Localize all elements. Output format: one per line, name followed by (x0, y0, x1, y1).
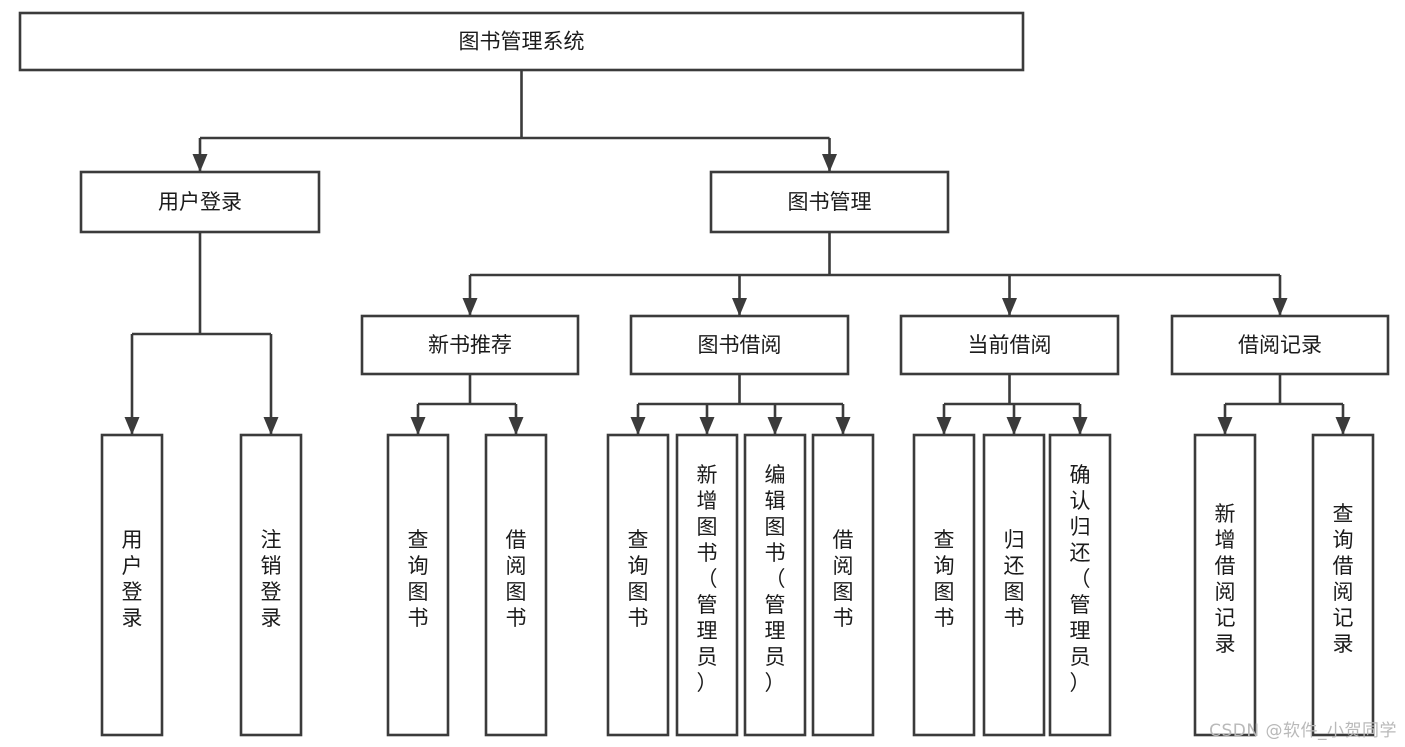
node-leaf-leaf-user-login-rect (100, 433, 164, 737)
arrow-head-icon (1335, 417, 1351, 435)
node-l2-current-borrow-label: 当前借阅 (968, 333, 1052, 357)
node-leaf-leaf-query-book-cur[interactable]: 查询图书 (912, 433, 976, 737)
node-leaf-leaf-user-logout-label: 注销登录 (261, 528, 282, 630)
node-leaf-leaf-user-logout-rect (239, 433, 303, 737)
node-leaf-leaf-borrow-book-rec-label: 借阅图书 (506, 528, 527, 630)
node-leaf-leaf-add-book[interactable]: 新增图书（管理员） (675, 433, 739, 737)
arrow-head-icon (732, 298, 747, 316)
node-leaf-leaf-user-login-label: 用户登录 (122, 528, 143, 630)
node-l2-current-borrow-rect (899, 314, 1120, 376)
node-leaf-leaf-query-book-cur-rect (912, 433, 976, 737)
node-leaf-leaf-query-book-cur-label: 查询图书 (934, 528, 955, 630)
node-leaf-leaf-add-record-rect (1193, 433, 1257, 737)
node-l2-book-borrow[interactable]: 图书借阅 (629, 314, 850, 376)
node-l1-user-login[interactable]: 用户登录 (79, 170, 321, 234)
arrow-head-icon (124, 417, 140, 435)
node-l1-user-login-rect (79, 170, 321, 234)
node-boxes-layer: 图书管理系统用户登录图书管理新书推荐图书借阅当前借阅借阅记录用户登录注销登录查询… (18, 11, 1390, 737)
node-leaf-leaf-add-record-label: 新增借阅记录 (1215, 502, 1236, 656)
node-leaf-leaf-borrow-book-label: 借阅图书 (833, 528, 854, 630)
node-leaf-leaf-confirm-return-rect (1048, 433, 1112, 737)
node-leaf-leaf-query-book-borrow[interactable]: 查询图书 (606, 433, 670, 737)
arrow-head-icon (1072, 417, 1088, 435)
node-leaf-leaf-return-book-label: 归还图书 (1004, 528, 1025, 630)
node-leaf-leaf-borrow-book-rect (811, 433, 875, 737)
node-l1-book-manage[interactable]: 图书管理 (709, 170, 950, 234)
arrow-head-icon (630, 417, 646, 435)
arrow-head-icon (462, 298, 478, 316)
arrow-head-icon (699, 417, 715, 435)
arrow-head-icon (1002, 298, 1017, 316)
arrow-head-icon (936, 417, 952, 435)
node-root-root-rect (18, 11, 1025, 72)
node-l2-book-borrow-label: 图书借阅 (698, 333, 782, 357)
node-leaf-leaf-edit-book[interactable]: 编辑图书（管理员） (743, 433, 807, 737)
arrow-head-icon (263, 417, 279, 435)
node-leaf-leaf-query-record-label: 查询借阅记录 (1333, 502, 1354, 656)
node-leaf-leaf-query-book-rec-label: 查询图书 (408, 528, 429, 630)
node-leaf-leaf-borrow-book-rec-rect (484, 433, 548, 737)
node-leaf-leaf-edit-book-label: 编辑图书（管理员） (765, 463, 786, 695)
node-root-root-label: 图书管理系统 (459, 30, 585, 54)
arrow-head-icon (835, 417, 851, 435)
node-l2-new-book-rec-rect (360, 314, 580, 376)
node-leaf-leaf-add-book-rect (675, 433, 739, 737)
node-l2-book-borrow-rect (629, 314, 850, 376)
node-leaf-leaf-add-record[interactable]: 新增借阅记录 (1193, 433, 1257, 737)
node-l2-borrow-record-label: 借阅记录 (1238, 333, 1322, 357)
arrow-head-icon (1272, 298, 1288, 316)
node-leaf-leaf-borrow-book[interactable]: 借阅图书 (811, 433, 875, 737)
node-leaf-leaf-user-logout[interactable]: 注销登录 (239, 433, 303, 737)
node-leaf-leaf-query-book-rec[interactable]: 查询图书 (386, 433, 450, 737)
arrow-head-icon (767, 417, 783, 435)
node-leaf-leaf-query-record[interactable]: 查询借阅记录 (1311, 433, 1375, 737)
watermark-label: CSDN @软件_小贺同学 (1209, 721, 1397, 741)
node-root-root[interactable]: 图书管理系统 (18, 11, 1025, 72)
node-leaf-leaf-query-record-rect (1311, 433, 1375, 737)
arrow-head-icon (1006, 417, 1022, 435)
node-leaf-leaf-user-login[interactable]: 用户登录 (100, 433, 164, 737)
node-l1-book-manage-rect (709, 170, 950, 234)
node-leaf-leaf-borrow-book-rec[interactable]: 借阅图书 (484, 433, 548, 737)
node-leaf-leaf-query-book-borrow-label: 查询图书 (628, 528, 649, 630)
arrow-head-icon (410, 417, 426, 435)
node-l2-new-book-rec-label: 新书推荐 (428, 333, 512, 357)
connector-lines-layer (124, 70, 1351, 435)
arrow-head-icon (508, 417, 524, 435)
node-leaf-leaf-return-book[interactable]: 归还图书 (982, 433, 1046, 737)
node-leaf-leaf-query-book-rec-rect (386, 433, 450, 737)
node-l2-borrow-record[interactable]: 借阅记录 (1170, 314, 1390, 376)
node-leaf-leaf-query-book-borrow-rect (606, 433, 670, 737)
node-leaf-leaf-return-book-rect (982, 433, 1046, 737)
node-l1-user-login-label: 用户登录 (158, 190, 242, 214)
node-l2-new-book-rec[interactable]: 新书推荐 (360, 314, 580, 376)
node-l2-current-borrow[interactable]: 当前借阅 (899, 314, 1120, 376)
arrow-head-icon (192, 154, 208, 172)
node-leaf-leaf-add-book-label: 新增图书（管理员） (697, 463, 718, 695)
node-leaf-leaf-edit-book-rect (743, 433, 807, 737)
node-l2-borrow-record-rect (1170, 314, 1390, 376)
arrow-head-icon (1217, 417, 1233, 435)
arrow-head-icon (822, 154, 837, 172)
node-leaf-leaf-confirm-return[interactable]: 确认归还（管理员） (1048, 433, 1112, 737)
node-l1-book-manage-label: 图书管理 (788, 190, 872, 214)
node-leaf-leaf-confirm-return-label: 确认归还（管理员） (1070, 463, 1091, 695)
